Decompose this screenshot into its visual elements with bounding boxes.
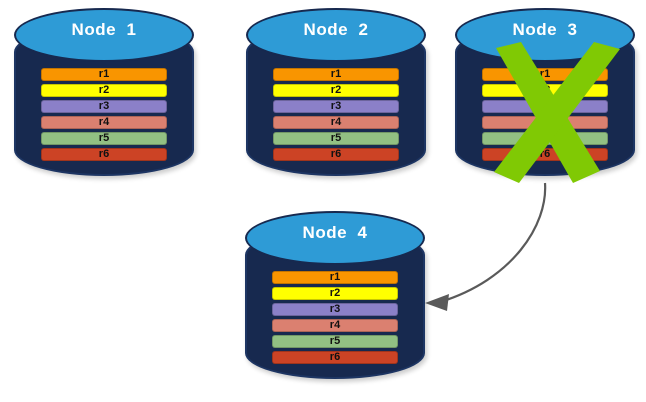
failover-arrow-head [425, 294, 449, 311]
row-r6[interactable]: r6 [482, 148, 608, 161]
row-r2[interactable]: r2 [41, 84, 167, 97]
row-r5[interactable]: r5 [273, 132, 399, 145]
row-r2[interactable]: r2 [272, 287, 398, 300]
row-r3[interactable]: r3 [41, 100, 167, 113]
node-1-rows: r1 r2 r3 r4 r5 r6 [41, 68, 167, 161]
row-r6[interactable]: r6 [41, 148, 167, 161]
row-r5[interactable]: r5 [272, 335, 398, 348]
node-2-cylinder-top [246, 8, 426, 62]
row-r4[interactable]: r4 [272, 319, 398, 332]
node-3-cylinder-top [455, 8, 635, 62]
row-r2[interactable]: r2 [482, 84, 608, 97]
row-r4[interactable]: r4 [482, 116, 608, 129]
row-r1[interactable]: r1 [272, 271, 398, 284]
node-1-cylinder-top [14, 8, 194, 62]
node-4-rows: r1 r2 r3 r4 r5 r6 [272, 271, 398, 364]
row-r5[interactable]: r5 [482, 132, 608, 145]
row-r2[interactable]: r2 [273, 84, 399, 97]
node-2[interactable]: Node 2 r1 r2 r3 r4 r5 r6 [246, 6, 426, 186]
row-r1[interactable]: r1 [273, 68, 399, 81]
node-3-rows: r1 r2 r3 r4 r5 r6 [482, 68, 608, 161]
row-r6[interactable]: r6 [273, 148, 399, 161]
failover-arrow-line [439, 182, 547, 304]
row-r1[interactable]: r1 [41, 68, 167, 81]
row-r4[interactable]: r4 [41, 116, 167, 129]
row-r1[interactable]: r1 [482, 68, 608, 81]
node-4-cylinder-top [245, 211, 425, 265]
row-r3[interactable]: r3 [482, 100, 608, 113]
row-r3[interactable]: r3 [272, 303, 398, 316]
node-2-rows: r1 r2 r3 r4 r5 r6 [273, 68, 399, 161]
node-1[interactable]: Node 1 r1 r2 r3 r4 r5 r6 [14, 6, 194, 186]
row-r3[interactable]: r3 [273, 100, 399, 113]
node-3[interactable]: Node 3 r1 r2 r3 r4 r5 r6 [455, 6, 635, 186]
row-r5[interactable]: r5 [41, 132, 167, 145]
row-r6[interactable]: r6 [272, 351, 398, 364]
node-4[interactable]: Node 4 r1 r2 r3 r4 r5 r6 [245, 209, 425, 389]
row-r4[interactable]: r4 [273, 116, 399, 129]
